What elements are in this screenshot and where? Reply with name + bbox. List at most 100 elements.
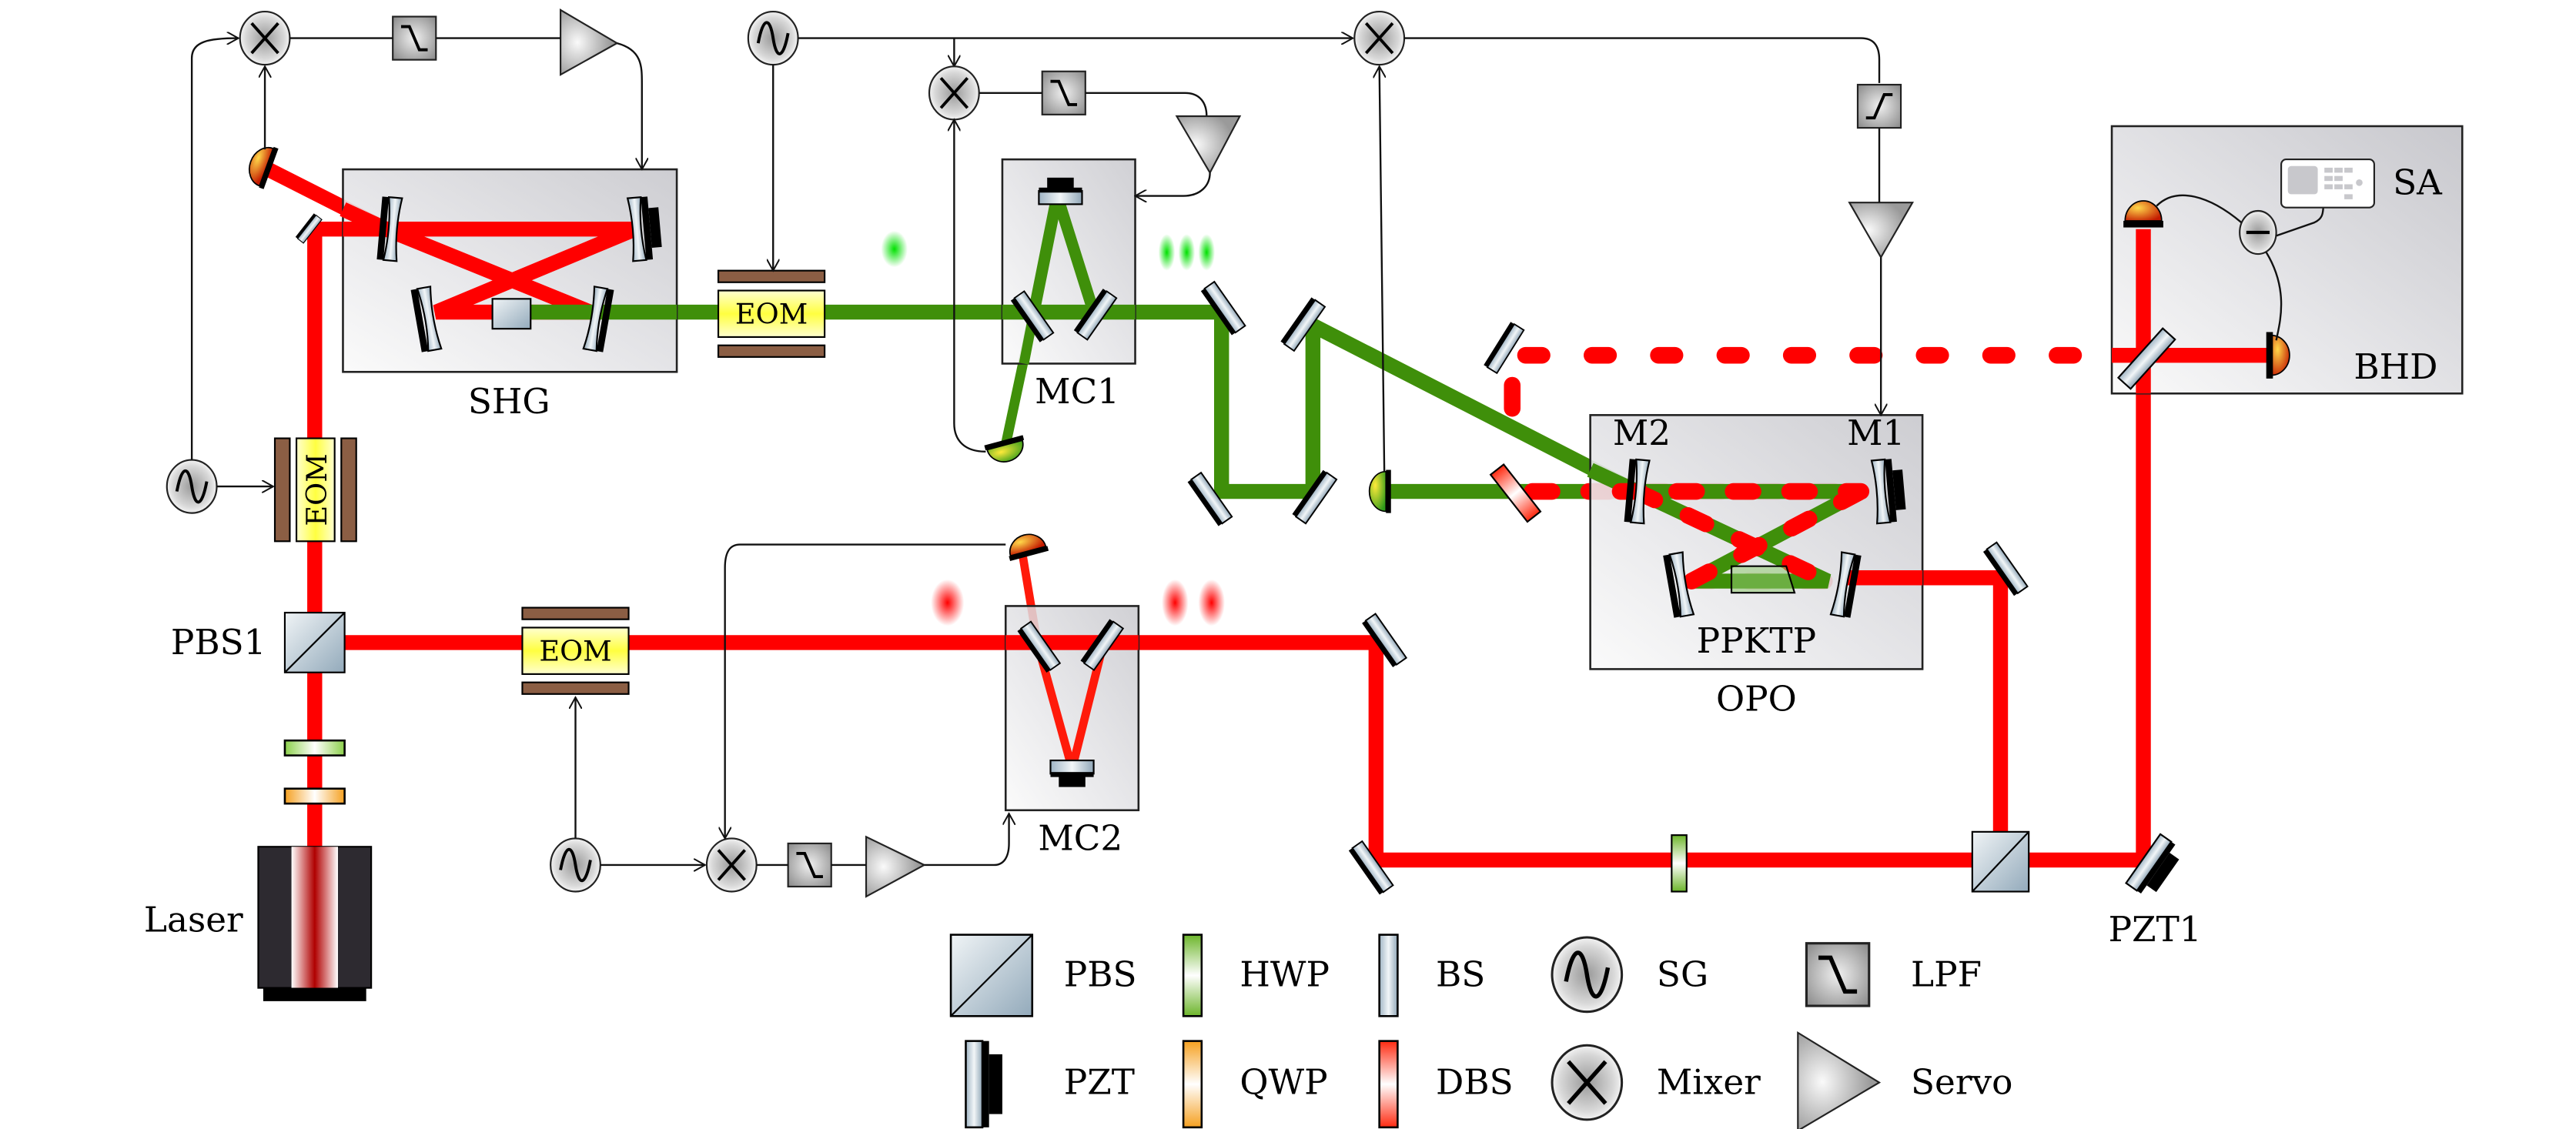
qwp-icon — [1182, 1040, 1203, 1129]
m1-label: M1 — [1847, 413, 1905, 453]
legend-item-sg: SG — [1551, 936, 1708, 1014]
shg-pzt-mirror[interactable] — [626, 195, 663, 262]
legend-label: Mixer — [1657, 1062, 1761, 1103]
laser[interactable] — [257, 846, 373, 1001]
shg-input-beam-front — [340, 202, 390, 237]
m2-label: M2 — [1613, 413, 1671, 453]
legend-label: HWP — [1239, 954, 1330, 994]
mixer-icon — [1551, 1044, 1624, 1121]
opo-cavity-red-front — [1611, 483, 1870, 590]
red-mode-spot — [1162, 579, 1189, 626]
steering-mirror-seed[interactable] — [1483, 321, 1525, 374]
pbs-combiner[interactable] — [1971, 830, 2030, 893]
legend-item-pbs: PBS — [949, 934, 1137, 1017]
opo-servo[interactable] — [1848, 202, 1915, 259]
bhd-wire — [2156, 194, 2243, 223]
red-mode-spot — [1198, 579, 1226, 626]
wire — [1404, 37, 1881, 83]
legend-item-hwp: HWP — [1182, 934, 1330, 1017]
mc1-servo[interactable] — [1175, 115, 1242, 175]
legend-item-pzt: PZT — [965, 1040, 1135, 1129]
bhd-beamsplitter[interactable] — [2116, 327, 2176, 390]
bhd-label: BHD — [2354, 346, 2437, 387]
hwp-lo[interactable] — [1671, 834, 1688, 893]
shg-crystal[interactable] — [491, 298, 532, 330]
ppktp-label: PPKTP — [1697, 620, 1817, 661]
dbs-icon — [1378, 1040, 1399, 1129]
mc2-photodetector[interactable] — [1005, 530, 1049, 562]
subtractor[interactable] — [2239, 209, 2277, 256]
mc1-signal-generator[interactable] — [746, 10, 800, 67]
shg-label: SHG — [468, 381, 550, 422]
wire — [979, 92, 1208, 117]
legend-item-bs: BS — [1378, 934, 1485, 1017]
legend-item-servo: Servo — [1797, 1030, 2012, 1129]
low-pass-filter-icon — [1805, 942, 1871, 1007]
mc2-servo[interactable] — [865, 835, 926, 898]
mc1-photodetector[interactable] — [984, 435, 1028, 466]
shg-cavity-beam-front — [383, 222, 638, 320]
mc2-pzt-mirror[interactable] — [1049, 759, 1095, 787]
legend-item-mixer: Mixer — [1551, 1044, 1761, 1121]
opo-mixer[interactable] — [1353, 10, 1406, 67]
shg-mixer[interactable] — [238, 10, 292, 67]
bhd-wire — [2265, 252, 2283, 341]
bs-icon — [1378, 934, 1399, 1017]
wire — [725, 543, 1006, 839]
shg-signal-generator[interactable] — [165, 458, 219, 515]
hwp[interactable] — [283, 739, 346, 757]
sa-label: SA — [2393, 162, 2443, 202]
dbs[interactable] — [1489, 463, 1542, 523]
bhd-photodetector-1[interactable] — [2123, 200, 2163, 228]
shg-servo[interactable] — [560, 8, 619, 76]
pbs1[interactable] — [283, 611, 346, 673]
red-mode-spot — [931, 579, 965, 626]
opo-hpf[interactable] — [1856, 83, 1903, 130]
wire — [1380, 66, 1384, 472]
spectrum-analyzer-icon[interactable] — [2280, 159, 2375, 209]
eom-label: EOM — [300, 453, 333, 526]
wire — [1136, 172, 1211, 195]
pbs1-label: PBS1 — [171, 622, 266, 663]
legend-label: Servo — [1911, 1062, 2012, 1103]
wire — [924, 813, 1009, 867]
legend: PBS HWP BS SG LPF — [949, 934, 2012, 1129]
wire — [190, 38, 238, 460]
legend-item-lpf: LPF — [1805, 942, 1982, 1007]
opo-label: OPO — [1716, 678, 1797, 719]
green-mode-spot — [1158, 234, 1176, 271]
mc1-pzt-mirror[interactable] — [1038, 177, 1083, 205]
mc2-mixer[interactable] — [704, 837, 758, 894]
opo-m1-pzt-mirror[interactable] — [1870, 458, 1907, 525]
green-mode-spot — [1178, 234, 1196, 271]
opo-lock-photodetector[interactable] — [1368, 469, 1391, 513]
shg-lpf[interactable] — [391, 15, 438, 62]
mc2-label: MC2 — [1038, 818, 1122, 859]
bhd-photodetector-2[interactable] — [2266, 332, 2290, 379]
legend-item-qwp: QWP — [1182, 1040, 1328, 1129]
mc1-mixer[interactable] — [928, 65, 981, 122]
pzt1-mirror[interactable] — [2125, 833, 2185, 900]
mc1-label: MC1 — [1035, 371, 1119, 412]
legend-label: DBS — [1436, 1062, 1514, 1103]
mc2-signal-generator[interactable] — [549, 837, 602, 894]
mc1-lpf[interactable] — [1040, 69, 1087, 116]
servo-icon — [1797, 1030, 1882, 1129]
signal-generator-icon — [1551, 936, 1624, 1014]
pzt-icon — [965, 1040, 1002, 1129]
qwp[interactable] — [283, 787, 346, 805]
eom-green[interactable]: EOM — [717, 269, 826, 358]
eom-vertical[interactable]: EOM — [273, 437, 357, 543]
beam-pbs1-to-mc2 — [314, 635, 2144, 868]
legend-label: BS — [1436, 954, 1485, 994]
legend-label: QWP — [1239, 1062, 1327, 1103]
wire — [617, 42, 641, 169]
mc2-lpf[interactable] — [786, 841, 833, 888]
legend-label: PZT — [1064, 1062, 1135, 1103]
pzt1-label: PZT1 — [2109, 909, 2202, 950]
eom-red[interactable]: EOM — [521, 606, 630, 695]
hwp-icon — [1182, 934, 1203, 1017]
green-mode-spot — [881, 230, 908, 268]
ppktp-crystal[interactable] — [1730, 565, 1796, 594]
